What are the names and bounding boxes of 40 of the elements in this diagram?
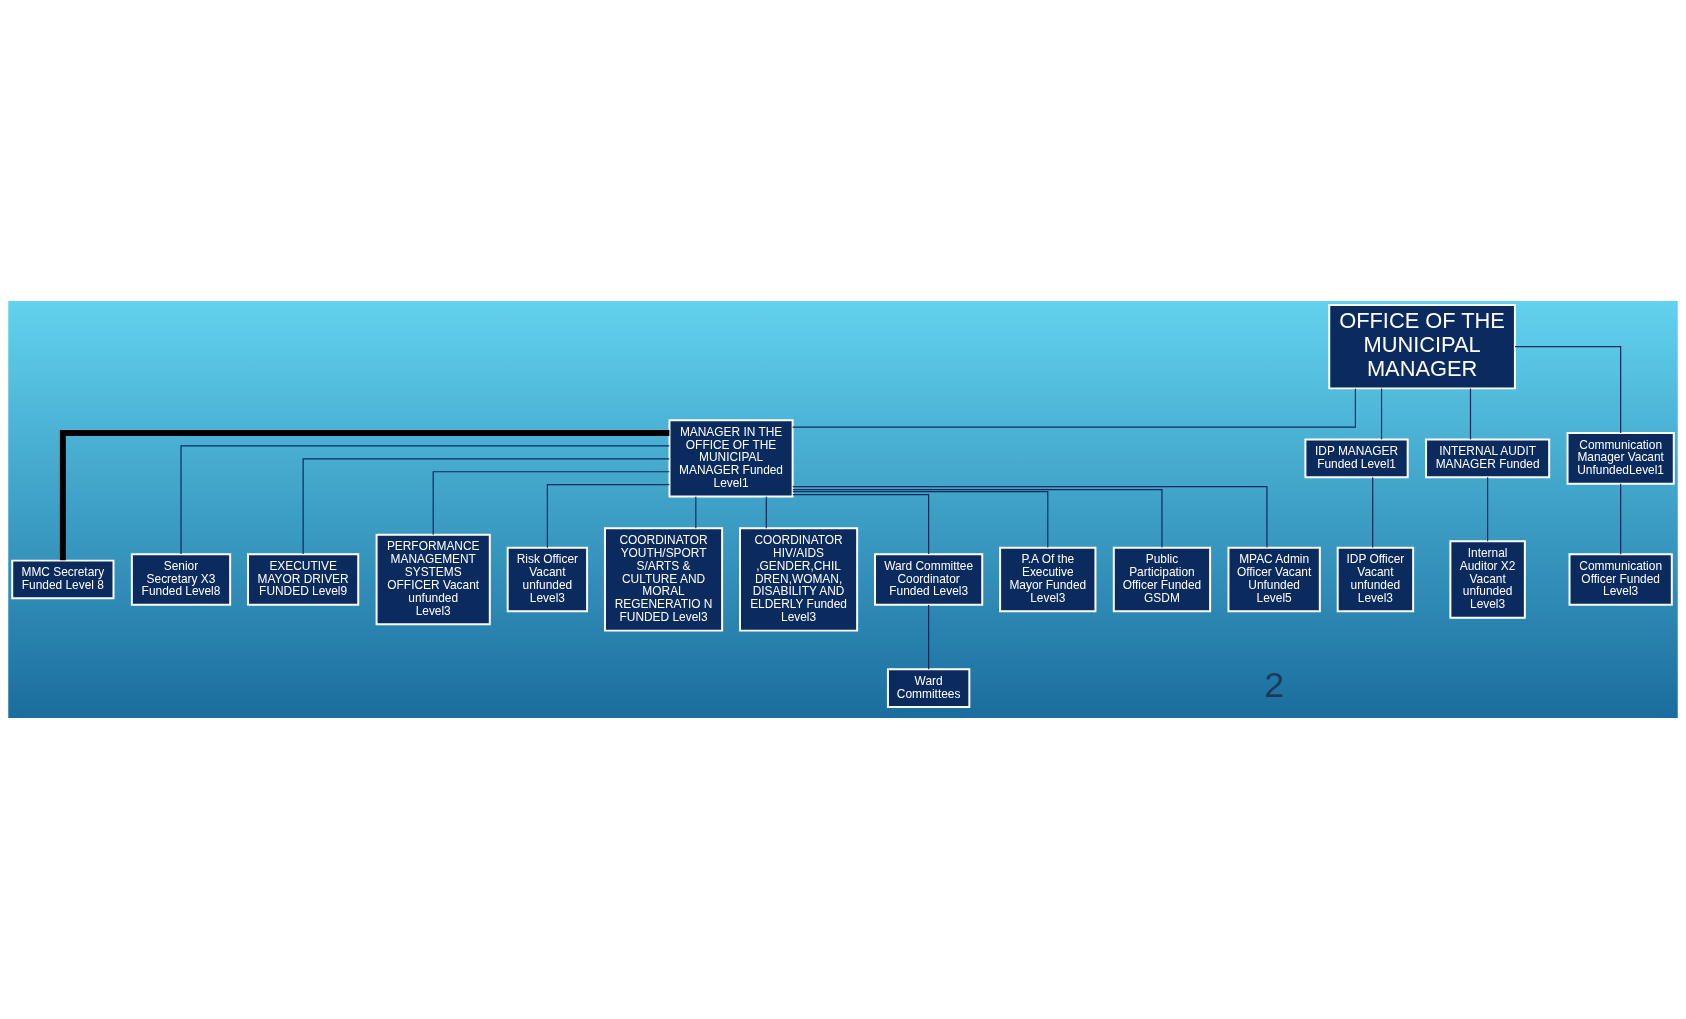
connector — [302, 458, 670, 555]
node-box: Public Participation Officer Funded GSDM — [1112, 546, 1212, 613]
node-box: Senior Secretary X3 Funded Level8 — [130, 553, 232, 606]
node-box: Communication Officer Funded Level3 — [1568, 553, 1673, 606]
node-box: IDP MANAGER Funded Level1 — [1304, 438, 1409, 479]
node-box: PERFORMANCE MANAGEMENT SYSTEMS OFFICER Vacant unfunded Level3 — [375, 533, 491, 626]
node-box: Communication Manager Vacant UnfundedLevel1 — [1566, 432, 1675, 485]
connector — [792, 388, 1356, 428]
connector — [792, 494, 930, 555]
connector — [1514, 346, 1622, 434]
node-box: Internal Auditor X2 Vacant unfunded Level3 — [1449, 540, 1526, 619]
connector — [928, 604, 930, 670]
node-box: COORDINATOR YOUTH/SPORT S/ARTS & CULTURE AND MORAL REGENERATIO N FUNDED Level3 — [603, 527, 724, 632]
node-box: Ward Committee Coordinator Funded Level3 — [874, 553, 984, 606]
node-box: IDP Officer Vacant unfunded Level3 — [1336, 546, 1415, 613]
connector — [1620, 483, 1622, 555]
node-box: MANAGER IN THE OFFICE OF THE MUNICIPAL MANAGER Funded Level1 — [668, 419, 794, 498]
node-box: MMC Secretary Funded Level 8 — [11, 559, 115, 600]
label: 2 — [1264, 664, 1285, 705]
connector — [1372, 476, 1374, 549]
node-box: OFFICE OF THE MUNICIPAL MANAGER — [1328, 303, 1516, 390]
connector — [792, 489, 1163, 549]
connector — [695, 496, 697, 529]
connector — [180, 445, 670, 555]
connector — [792, 491, 1049, 549]
node-box: Risk Officer Vacant unfunded Level3 — [506, 546, 589, 613]
node-box: COORDINATOR HIV/AIDS ,GENDER,CHIL DREN,WOMAN, DISABILITY AND ELDERLY Funded Level3 — [739, 527, 859, 632]
node-box: P.A Of the Executive Mayor Funded Level3 — [999, 546, 1097, 613]
connector — [792, 486, 1268, 549]
connector — [432, 471, 670, 536]
connector — [765, 496, 767, 529]
connector — [546, 484, 670, 549]
connector — [59, 430, 670, 561]
connector — [1469, 388, 1472, 440]
node-box: INTERNAL AUDIT MANAGER Funded — [1425, 438, 1551, 479]
connector — [1487, 476, 1489, 542]
connector — [1380, 388, 1383, 440]
node-box: MPAC Admin Officer Vacant Unfunded Level5 — [1227, 546, 1321, 613]
node-box: Ward Committees — [886, 668, 971, 709]
node-box: EXECUTIVE MAYOR DRIVER FUNDED Level9 — [247, 553, 360, 606]
